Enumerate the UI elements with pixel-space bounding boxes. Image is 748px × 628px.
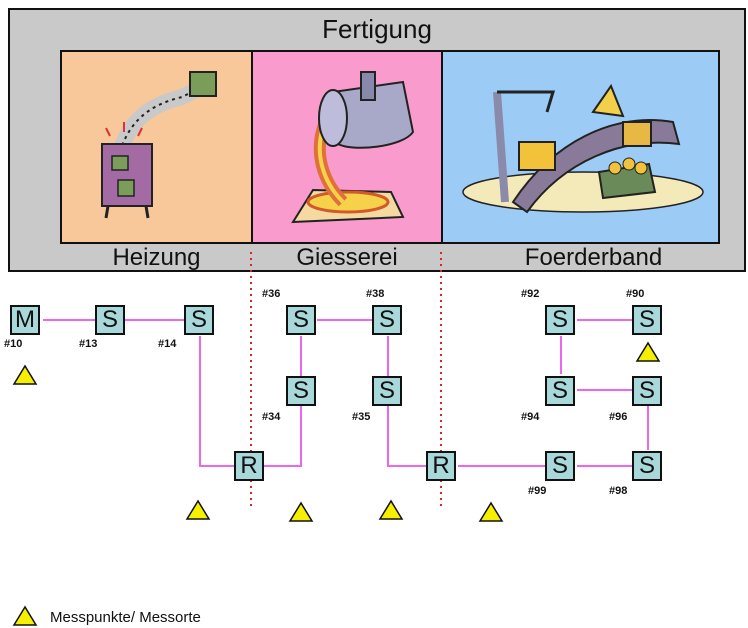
router-r2[interactable]: R [426, 451, 456, 481]
node-tag-m10: #10 [4, 338, 23, 350]
node-tag-s98: #98 [609, 485, 628, 497]
label-foerderband: Foerderband [524, 244, 663, 271]
node-s34[interactable]: S [286, 376, 316, 406]
label-giesserei: Giesserei [296, 244, 398, 271]
stove-icon [101, 71, 217, 219]
node-tag-s36: #36 [262, 288, 281, 300]
panel-giesserei [251, 50, 443, 244]
measurement-triangle-icon [378, 499, 404, 520]
node-m10[interactable]: M [10, 305, 40, 335]
panel-foerderband [441, 50, 720, 244]
node-tag-s94: #94 [521, 411, 540, 423]
measurement-markers [12, 341, 661, 626]
node-tag-s34: #34 [262, 411, 281, 423]
node-tag-s99: #99 [528, 485, 547, 497]
node-s35[interactable]: S [372, 376, 402, 406]
measurement-triangle-icon [185, 499, 211, 520]
panel-heizung [60, 50, 253, 244]
router-r1[interactable]: R [234, 451, 264, 481]
node-s13[interactable]: S [95, 305, 125, 335]
node-tag-s14: #14 [158, 338, 177, 350]
frame-title: Fertigung [322, 14, 432, 44]
link-s35-r2 [387, 406, 426, 467]
label-heizung: Heizung [112, 244, 201, 271]
node-tag-s38: #38 [366, 288, 385, 300]
area-boundaries [250, 252, 442, 510]
measurement-triangle-icon [12, 364, 38, 385]
node-s92[interactable]: S [545, 305, 575, 335]
node-tag-s90: #90 [626, 288, 645, 300]
node-s90[interactable]: S [632, 305, 662, 335]
node-tag-s92: #92 [521, 288, 540, 300]
legend-label: Messpunkte/ Messorte [50, 609, 201, 626]
measurement-triangle-icon [478, 501, 504, 522]
node-tag-s13: #13 [79, 338, 98, 350]
node-s99[interactable]: S [545, 451, 575, 481]
node-s38[interactable]: S [372, 305, 402, 335]
link-r1-s34 [264, 406, 302, 467]
node-s94[interactable]: S [545, 376, 575, 406]
network-links [43, 319, 649, 467]
node-s96[interactable]: S [632, 376, 662, 406]
link-s14-r1 [199, 336, 234, 467]
node-s98[interactable]: S [632, 451, 662, 481]
node-s14[interactable]: S [184, 305, 214, 335]
node-tag-s35: #35 [352, 411, 371, 423]
conveyor-icon [462, 83, 704, 214]
node-s36[interactable]: S [286, 305, 316, 335]
measurement-triangle-icon [288, 501, 314, 522]
ladle-icon [291, 71, 415, 224]
measurement-triangle-icon [635, 341, 661, 362]
node-tag-s96: #96 [609, 411, 628, 423]
legend-triangle-icon [12, 605, 38, 626]
